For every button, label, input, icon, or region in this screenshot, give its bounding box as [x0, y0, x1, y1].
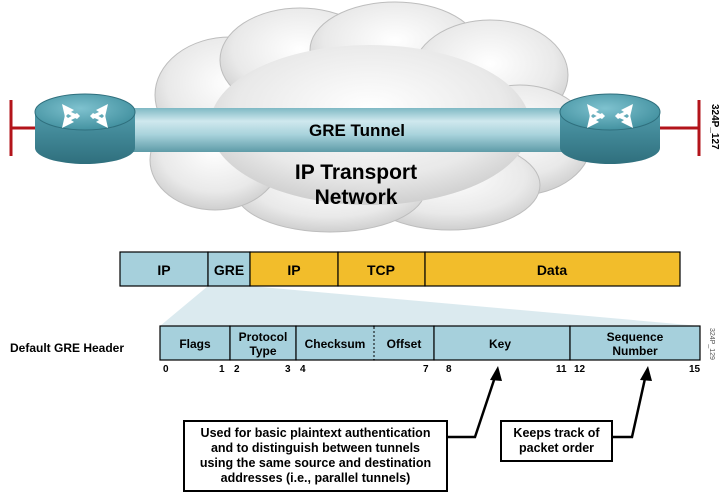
key-arrow	[445, 373, 498, 439]
segment-ip-inner	[249, 251, 339, 287]
bit-label: 4	[300, 364, 306, 375]
segment-ip-outer	[119, 251, 209, 287]
bit-label: 15	[689, 364, 701, 375]
network-label-line2: Network	[315, 186, 398, 209]
bit-label: 8	[446, 364, 452, 375]
sequence-callout-line: Keeps track of	[513, 426, 600, 440]
bit-label: 12	[574, 364, 586, 375]
callout-arrows	[445, 373, 648, 439]
router-arrows-icon	[587, 104, 633, 128]
bit-label: 0	[163, 364, 169, 375]
key-callout-line: addresses (i.e., parallel tunnels)	[220, 471, 411, 485]
gre-header-label: Default GRE Header	[10, 341, 124, 355]
arrowhead-icon	[640, 366, 652, 381]
key-callout-line: Used for basic plaintext authentication	[200, 426, 431, 440]
tunnel-label: GRE Tunnel	[309, 121, 405, 140]
field-checksum: Checksum	[305, 337, 366, 351]
right-router	[559, 93, 701, 164]
gre-expansion-shape	[160, 286, 700, 326]
bit-label: 7	[423, 364, 429, 375]
network-label-line1: IP Transport	[295, 161, 417, 184]
field-flags: Flags	[179, 337, 211, 351]
sequence-callout-line: packet order	[518, 441, 595, 455]
bit-label: 2	[234, 364, 240, 375]
segment-label: TCP	[367, 262, 395, 278]
bit-positions: 0 1 2 3 4 7 8 11 12 15	[163, 364, 701, 375]
sequence-arrow	[612, 373, 648, 439]
bit-label: 11	[556, 364, 567, 375]
figure-id-top: 324P_127	[709, 104, 720, 150]
field-key: Key	[489, 337, 511, 351]
segment-label: IP	[157, 262, 170, 278]
sequence-callout: Keeps track of packet order	[500, 420, 613, 462]
arrowhead-icon	[490, 366, 502, 381]
packet-bar: IP GRE IP TCP Data	[119, 251, 681, 287]
router-arrows-icon	[62, 104, 108, 128]
key-callout-line: and to distinguish between tunnels	[210, 441, 421, 455]
left-router	[9, 93, 136, 164]
segment-label: IP	[287, 262, 300, 278]
key-callout: Used for basic plaintext authentication …	[183, 420, 448, 492]
figure-id-side: 324P_129	[708, 328, 715, 360]
segment-data	[424, 251, 681, 287]
segment-label: Data	[537, 262, 568, 278]
bit-label: 1	[219, 364, 225, 375]
segment-tcp	[337, 251, 426, 287]
key-callout-line: using the same source and destination	[199, 456, 432, 470]
segment-label: GRE	[214, 262, 244, 278]
field-offset: Offset	[387, 337, 422, 351]
segment-gre	[207, 251, 251, 287]
bit-label: 3	[285, 364, 291, 375]
